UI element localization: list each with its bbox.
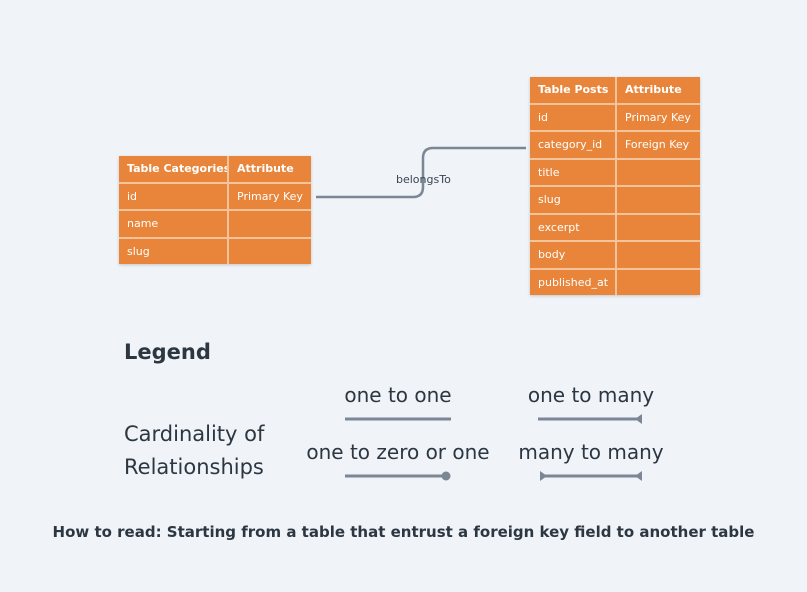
field-attribute-cell: [617, 214, 700, 240]
legend-label-one-to-zero-or-one: one to zero or one: [306, 440, 490, 464]
field-name-cell: title: [530, 159, 615, 185]
table-header-cell: Attribute: [617, 77, 700, 103]
cardinality-title: Cardinality of Relationships: [124, 418, 264, 484]
field-name-cell: name: [119, 211, 227, 237]
table-header-cell: Attribute: [229, 156, 311, 182]
field-name-cell: id: [119, 183, 227, 209]
field-name-cell: slug: [119, 238, 227, 264]
table-header-cell: Table Posts: [530, 77, 615, 103]
field-attribute-cell: Foreign Key: [617, 132, 700, 158]
field-name-cell: body: [530, 242, 615, 268]
table-header-cell: Table Categories: [119, 156, 227, 182]
field-name-cell: excerpt: [530, 214, 615, 240]
legend-many-to-many-line: [540, 471, 642, 481]
table-posts: Table Posts Attribute id Primary Key cat…: [530, 77, 700, 295]
field-name-cell: id: [530, 104, 615, 130]
belongs-to-connector: [316, 146, 526, 199]
field-attribute-cell: [617, 187, 700, 213]
field-attribute-cell: [617, 242, 700, 268]
relationship-label: belongsTo: [396, 173, 451, 186]
legend-label-many-to-many: many to many: [518, 440, 664, 464]
field-name-cell: published_at: [530, 269, 615, 295]
field-name-cell: category_id: [530, 132, 615, 158]
field-attribute-cell: [617, 269, 700, 295]
table-categories: Table Categories Attribute id Primary Ke…: [119, 156, 311, 264]
field-name-cell: slug: [530, 187, 615, 213]
field-attribute-cell: [229, 238, 311, 264]
field-attribute-cell: Primary Key: [617, 104, 700, 130]
cardinality-title-line: Relationships: [124, 455, 264, 479]
legend-title: Legend: [124, 340, 211, 364]
field-attribute-cell: Primary Key: [229, 183, 311, 209]
legend-one-to-many-line: [538, 414, 642, 424]
legend-label-one-to-one: one to one: [344, 383, 452, 407]
how-to-read-note: How to read: Starting from a table that …: [52, 523, 755, 541]
legend-label-one-to-many: one to many: [527, 383, 655, 407]
field-attribute-cell: [229, 211, 311, 237]
cardinality-title-line: Cardinality of: [124, 422, 265, 446]
legend-one-to-zero-or-one-line: [345, 471, 451, 481]
field-attribute-cell: [617, 159, 700, 185]
